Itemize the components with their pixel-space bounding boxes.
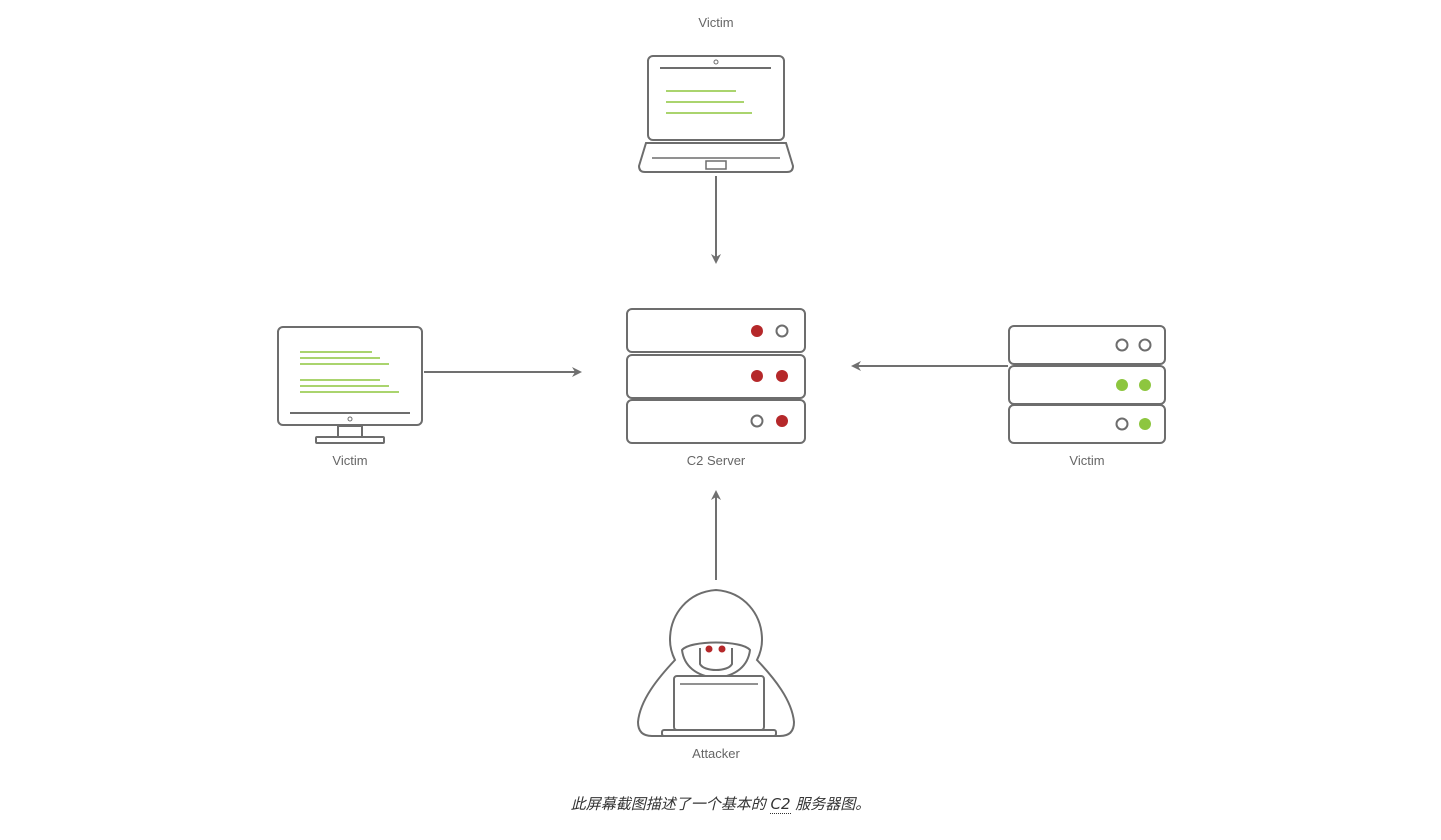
server-led-off	[1115, 417, 1129, 431]
c2-server-label: C2 Server	[687, 453, 746, 468]
attacker-eye-left	[705, 645, 713, 653]
caption-text-after: 服务器图。	[790, 795, 871, 813]
server-led-off	[750, 414, 764, 428]
server-led-red	[776, 415, 788, 427]
hooded-hacker-icon	[636, 588, 796, 737]
server-led-green	[1139, 418, 1151, 430]
server-led-red	[751, 325, 763, 337]
server-rack-icon	[626, 308, 806, 444]
server-led-red	[776, 370, 788, 382]
monitor-icon	[277, 326, 423, 444]
victim-top-label: Victim	[698, 15, 733, 30]
caption-abbr: C2	[770, 795, 791, 814]
server-led-green	[1116, 379, 1128, 391]
laptop-icon	[637, 55, 795, 173]
server-led-green	[1139, 379, 1151, 391]
server-led-off	[1115, 338, 1129, 352]
c2-diagram: Victim Victim	[277, 15, 1166, 761]
attacker-label: Attacker	[692, 746, 740, 761]
victim-right-label: Victim	[1069, 453, 1104, 468]
caption-text-before: 此屏幕截图描述了一个基本的	[570, 795, 771, 813]
victim-left-label: Victim	[332, 453, 367, 468]
server-led-off	[775, 324, 789, 338]
attacker-eye-right	[718, 645, 726, 653]
server-rack-icon	[1008, 325, 1166, 444]
figure-caption: 此屏幕截图描述了一个基本的 C2 服务器图。	[0, 793, 1441, 814]
server-led-red	[751, 370, 763, 382]
server-led-off	[1138, 338, 1152, 352]
